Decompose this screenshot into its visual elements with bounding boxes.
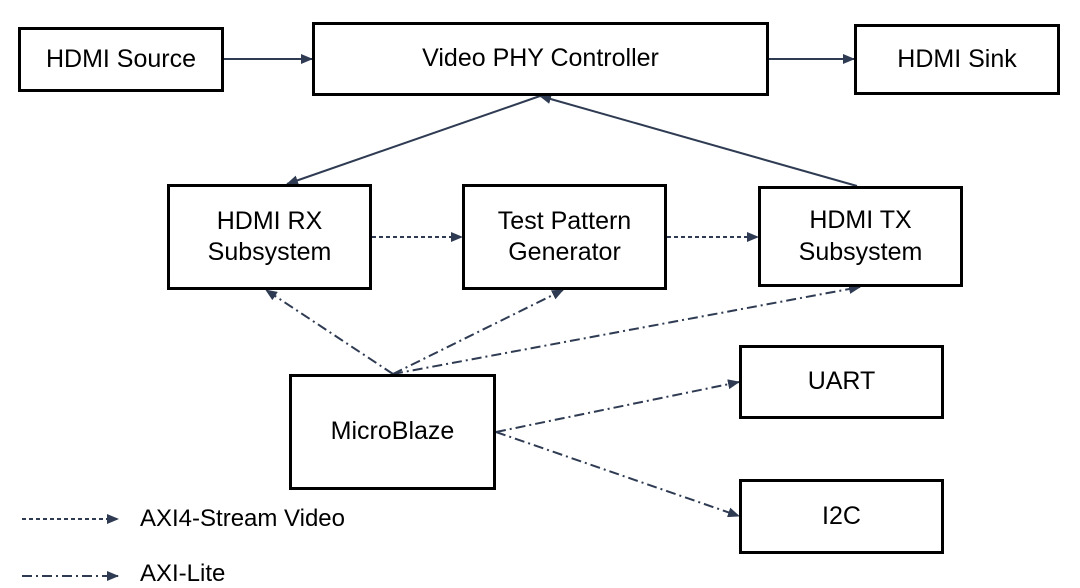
axilite-mb-to-i2c	[495, 431, 740, 518]
axilite-mb-to-rx	[265, 289, 394, 375]
video-phy-controller-label: Video PHY Controller	[422, 44, 659, 73]
uart-label: UART	[807, 367, 876, 396]
axilite-mb-to-uart	[495, 379, 740, 433]
test-pattern-generator-block: Test Pattern Generator	[462, 184, 667, 290]
tpg-label-line1: Test Pattern	[497, 206, 632, 235]
i2c-block: I2C	[739, 479, 944, 554]
hdmi-source-label: HDMI Source	[45, 44, 197, 73]
hdmi-source-block: HDMI Source	[18, 27, 224, 92]
tpg-label-line2: Generator	[508, 238, 621, 266]
hdmi-sink-label: HDMI Sink	[897, 44, 1017, 73]
microblaze-label: MicroBlaze	[330, 417, 455, 446]
hdmi-rx-label-line2: Subsystem	[207, 238, 332, 266]
axilite-mb-to-tx	[392, 284, 861, 375]
hdmi-tx-subsystem-block: HDMI TX Subsystem	[758, 186, 963, 287]
legend-lite-label: AXI-Lite	[140, 560, 226, 587]
microblaze-block: MicroBlaze	[289, 374, 496, 490]
uart-block: UART	[739, 345, 944, 419]
hdmi-tx-label-line1: HDMI TX	[809, 206, 912, 235]
video-phy-controller-block: Video PHY Controller	[312, 22, 769, 96]
hdmi-sink-block: HDMI Sink	[854, 24, 1060, 95]
i2c-label: I2C	[822, 501, 861, 530]
link-phy-to-rx	[286, 95, 541, 186]
axilite-mb-to-tpg	[392, 289, 564, 375]
hdmi-rx-subsystem-block: HDMI RX Subsystem	[167, 184, 372, 290]
hdmi-rx-label-line1: HDMI RX	[216, 206, 323, 235]
hdmi-tx-label-line2: Subsystem	[798, 237, 923, 266]
link-tx-to-phy	[539, 94, 858, 187]
legend-stream-label: AXI4-Stream Video	[140, 505, 345, 532]
